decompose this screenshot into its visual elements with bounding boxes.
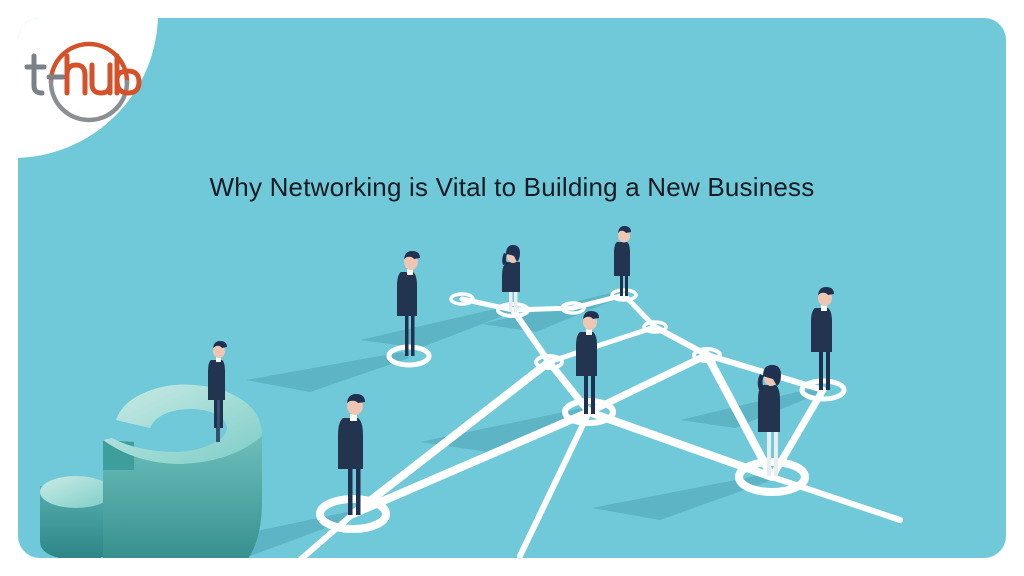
ground-shadows <box>186 291 823 556</box>
logo-ring-top <box>48 41 130 85</box>
figure-lower-right <box>757 365 781 476</box>
logo-wordmark-t <box>24 53 66 96</box>
figure-on-question-mark <box>208 341 227 428</box>
figure-center <box>576 311 599 414</box>
figure-lower-left <box>338 394 365 515</box>
t-hub-logo[interactable] <box>18 20 168 130</box>
question-mark-platform <box>40 384 262 558</box>
figure-upper-left <box>397 251 420 356</box>
figure-top-center <box>502 245 520 312</box>
logo-ring-bottom <box>48 79 130 123</box>
figure-top-right <box>614 226 631 296</box>
page-title: Why Networking is Vital to Building a Ne… <box>209 172 815 202</box>
figure-far-right <box>811 287 834 390</box>
logo-wordmark-hub <box>64 53 142 96</box>
illustration-clip-group <box>40 226 903 558</box>
